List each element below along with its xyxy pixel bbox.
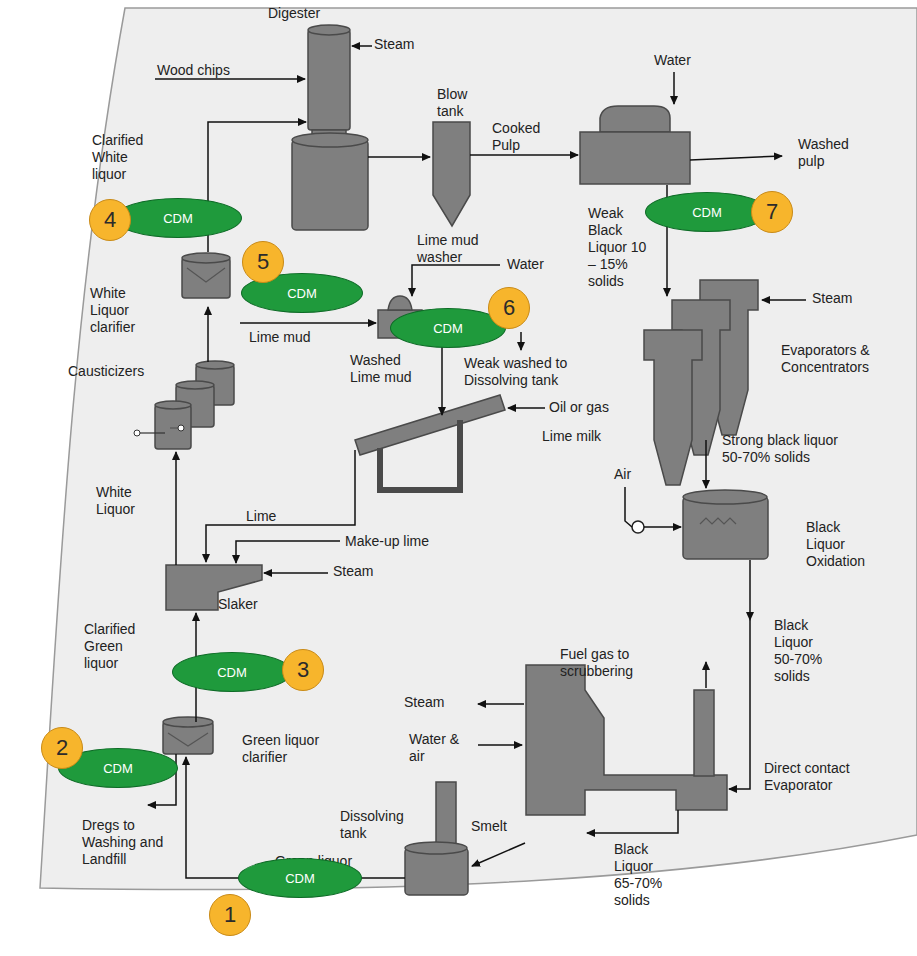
flow-label: Water & air	[409, 731, 465, 765]
flow-label: Fuel gas to scrubbering	[560, 646, 660, 680]
callout-number: 2	[41, 727, 83, 769]
flow-label: Green liquor clarifier	[242, 732, 338, 766]
flow-label: Lime mud	[249, 329, 310, 346]
callout-number: 4	[89, 199, 131, 241]
flow-label: Slaker	[218, 596, 258, 613]
flow-label: Steam	[374, 36, 414, 53]
flow-label: Causticizers	[68, 363, 144, 380]
flow-label: Clarified Green liquor	[84, 621, 148, 672]
flow-label: Water	[507, 256, 544, 273]
flow-label: Air	[614, 466, 631, 483]
flow-label: Wood chips	[157, 62, 230, 79]
cdm-marker: CDM	[172, 652, 292, 692]
flow-label: Direct contact Evaporator	[764, 760, 876, 794]
marker-text: CDM	[217, 665, 247, 680]
callout-text: 3	[297, 657, 309, 683]
flow-label: Digester	[268, 5, 320, 22]
flow-label: Washed Lime mud	[350, 352, 416, 386]
cdm-marker: CDM	[238, 858, 362, 898]
flow-label: Steam	[812, 290, 852, 307]
flow-label: Steam	[333, 563, 373, 580]
callout-text: 1	[224, 902, 236, 928]
flow-label: Lime milk	[542, 428, 601, 445]
flow-label: Dregs to Washing and Landfill	[82, 817, 168, 868]
callout-text: 5	[257, 249, 269, 275]
marker-text: CDM	[287, 286, 317, 301]
marker-text: CDM	[163, 211, 193, 226]
flow-label: Cooked Pulp	[492, 120, 548, 154]
flow-label: Weak washed to Dissolving tank	[464, 355, 576, 389]
flow-label: Blow tank	[437, 86, 479, 120]
marker-text: CDM	[103, 761, 133, 776]
flow-label: White Liquor clarifier	[90, 285, 150, 336]
flow-label: Strong black liquor 50-70% solids	[722, 432, 862, 466]
flow-label: Black Liquor Oxidation	[806, 519, 878, 570]
flow-label: Water	[654, 52, 691, 69]
flow-label: Make-up lime	[345, 533, 429, 550]
flow-label: Oil or gas	[549, 399, 609, 416]
flow-label: Washed pulp	[798, 136, 860, 170]
callout-number: 6	[488, 287, 530, 329]
callout-text: 7	[766, 199, 778, 225]
flow-label: Black Liquor 50-70% solids	[774, 617, 836, 685]
callout-text: 4	[104, 207, 116, 233]
flow-label: Dissolving tank	[340, 808, 412, 842]
marker-text: CDM	[433, 321, 463, 336]
callout-text: 6	[503, 295, 515, 321]
callout-text: 2	[56, 735, 68, 761]
flow-label: Black Liquor 65-70% solids	[614, 841, 676, 909]
callout-number: 7	[751, 191, 793, 233]
flow-label: White Liquor	[96, 484, 146, 518]
callout-number: 1	[209, 894, 251, 936]
flow-label: Lime	[246, 508, 276, 525]
callout-number: 5	[242, 241, 284, 283]
flow-label: Clarified White liquor	[92, 132, 154, 183]
callout-number: 3	[282, 649, 324, 691]
marker-text: CDM	[285, 871, 315, 886]
marker-text: CDM	[692, 205, 722, 220]
cdm-marker: CDM	[114, 198, 242, 238]
flow-label: Smelt	[471, 818, 507, 835]
flow-label: Lime mud washer	[417, 232, 489, 266]
flow-label: Evaporators & Concentrators	[781, 342, 881, 376]
flow-label: Steam	[404, 694, 444, 711]
